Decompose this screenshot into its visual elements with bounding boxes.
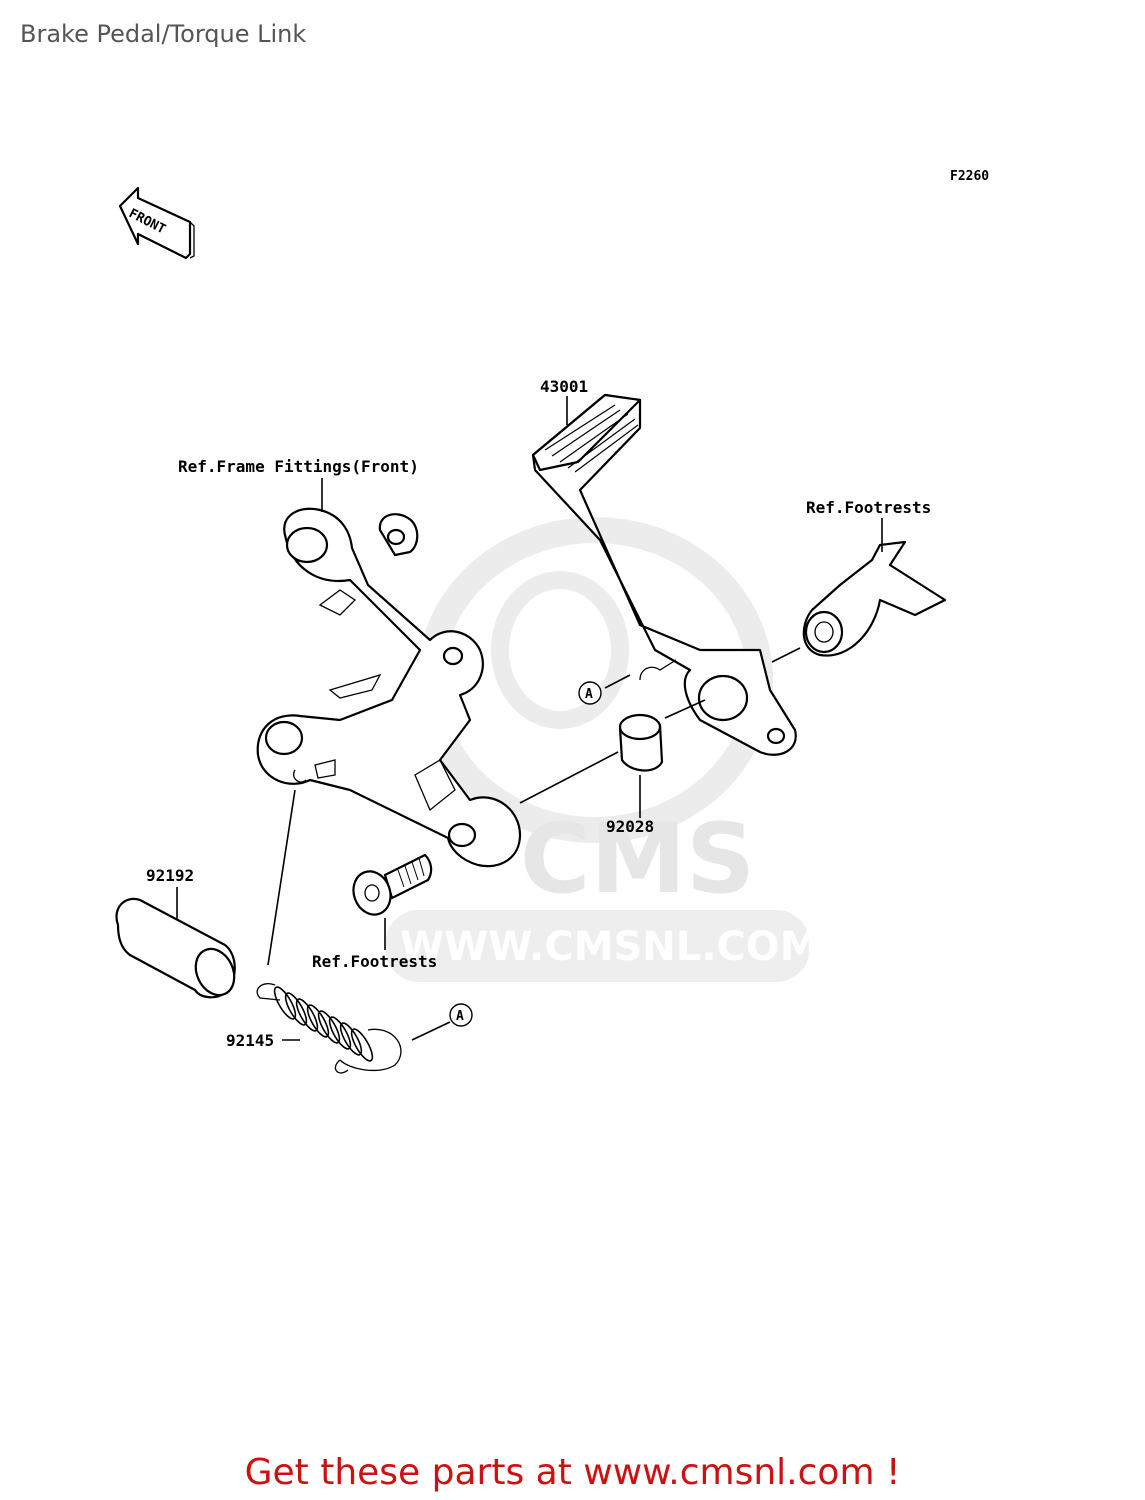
marker-a-upper: A (578, 681, 602, 705)
callout-spring: 92145 (226, 1031, 274, 1050)
marker-a-upper-label: A (585, 687, 593, 702)
callout-pedal: 43001 (540, 377, 588, 396)
leader-lines (176, 396, 883, 1041)
watermark-url: WWW.CMSNL.COM (400, 924, 820, 970)
callout-sleeve: 92192 (146, 866, 194, 885)
collar (618, 713, 664, 772)
spring (256, 983, 402, 1074)
frame-fitting-bracket (256, 507, 522, 868)
callout-frame-fittings: Ref.Frame Fittings(Front) (178, 457, 419, 476)
marker-a-lower: A (449, 1003, 473, 1027)
bolt (352, 853, 433, 916)
sleeve (115, 897, 236, 999)
watermark-brand: CMS (520, 803, 755, 915)
footer-link[interactable]: Get these parts at www.cmsnl.com ! (244, 1452, 901, 1493)
brake-pedal (531, 393, 797, 756)
front-arrow-icon: FRONT (118, 186, 195, 260)
marker-a-lower-label: A (456, 1009, 464, 1024)
figure-code: F2260 (950, 169, 989, 184)
callout-footrests-top: Ref.Footrests (806, 498, 931, 517)
footrest-pivot (802, 540, 947, 657)
page-title: Brake Pedal/Torque Link (20, 20, 307, 48)
watermark: CMS WWW.CMSNL.COM (385, 517, 820, 982)
callout-collar: 92028 (606, 817, 654, 836)
callout-footrests-bottom: Ref.Footrests (312, 952, 437, 971)
